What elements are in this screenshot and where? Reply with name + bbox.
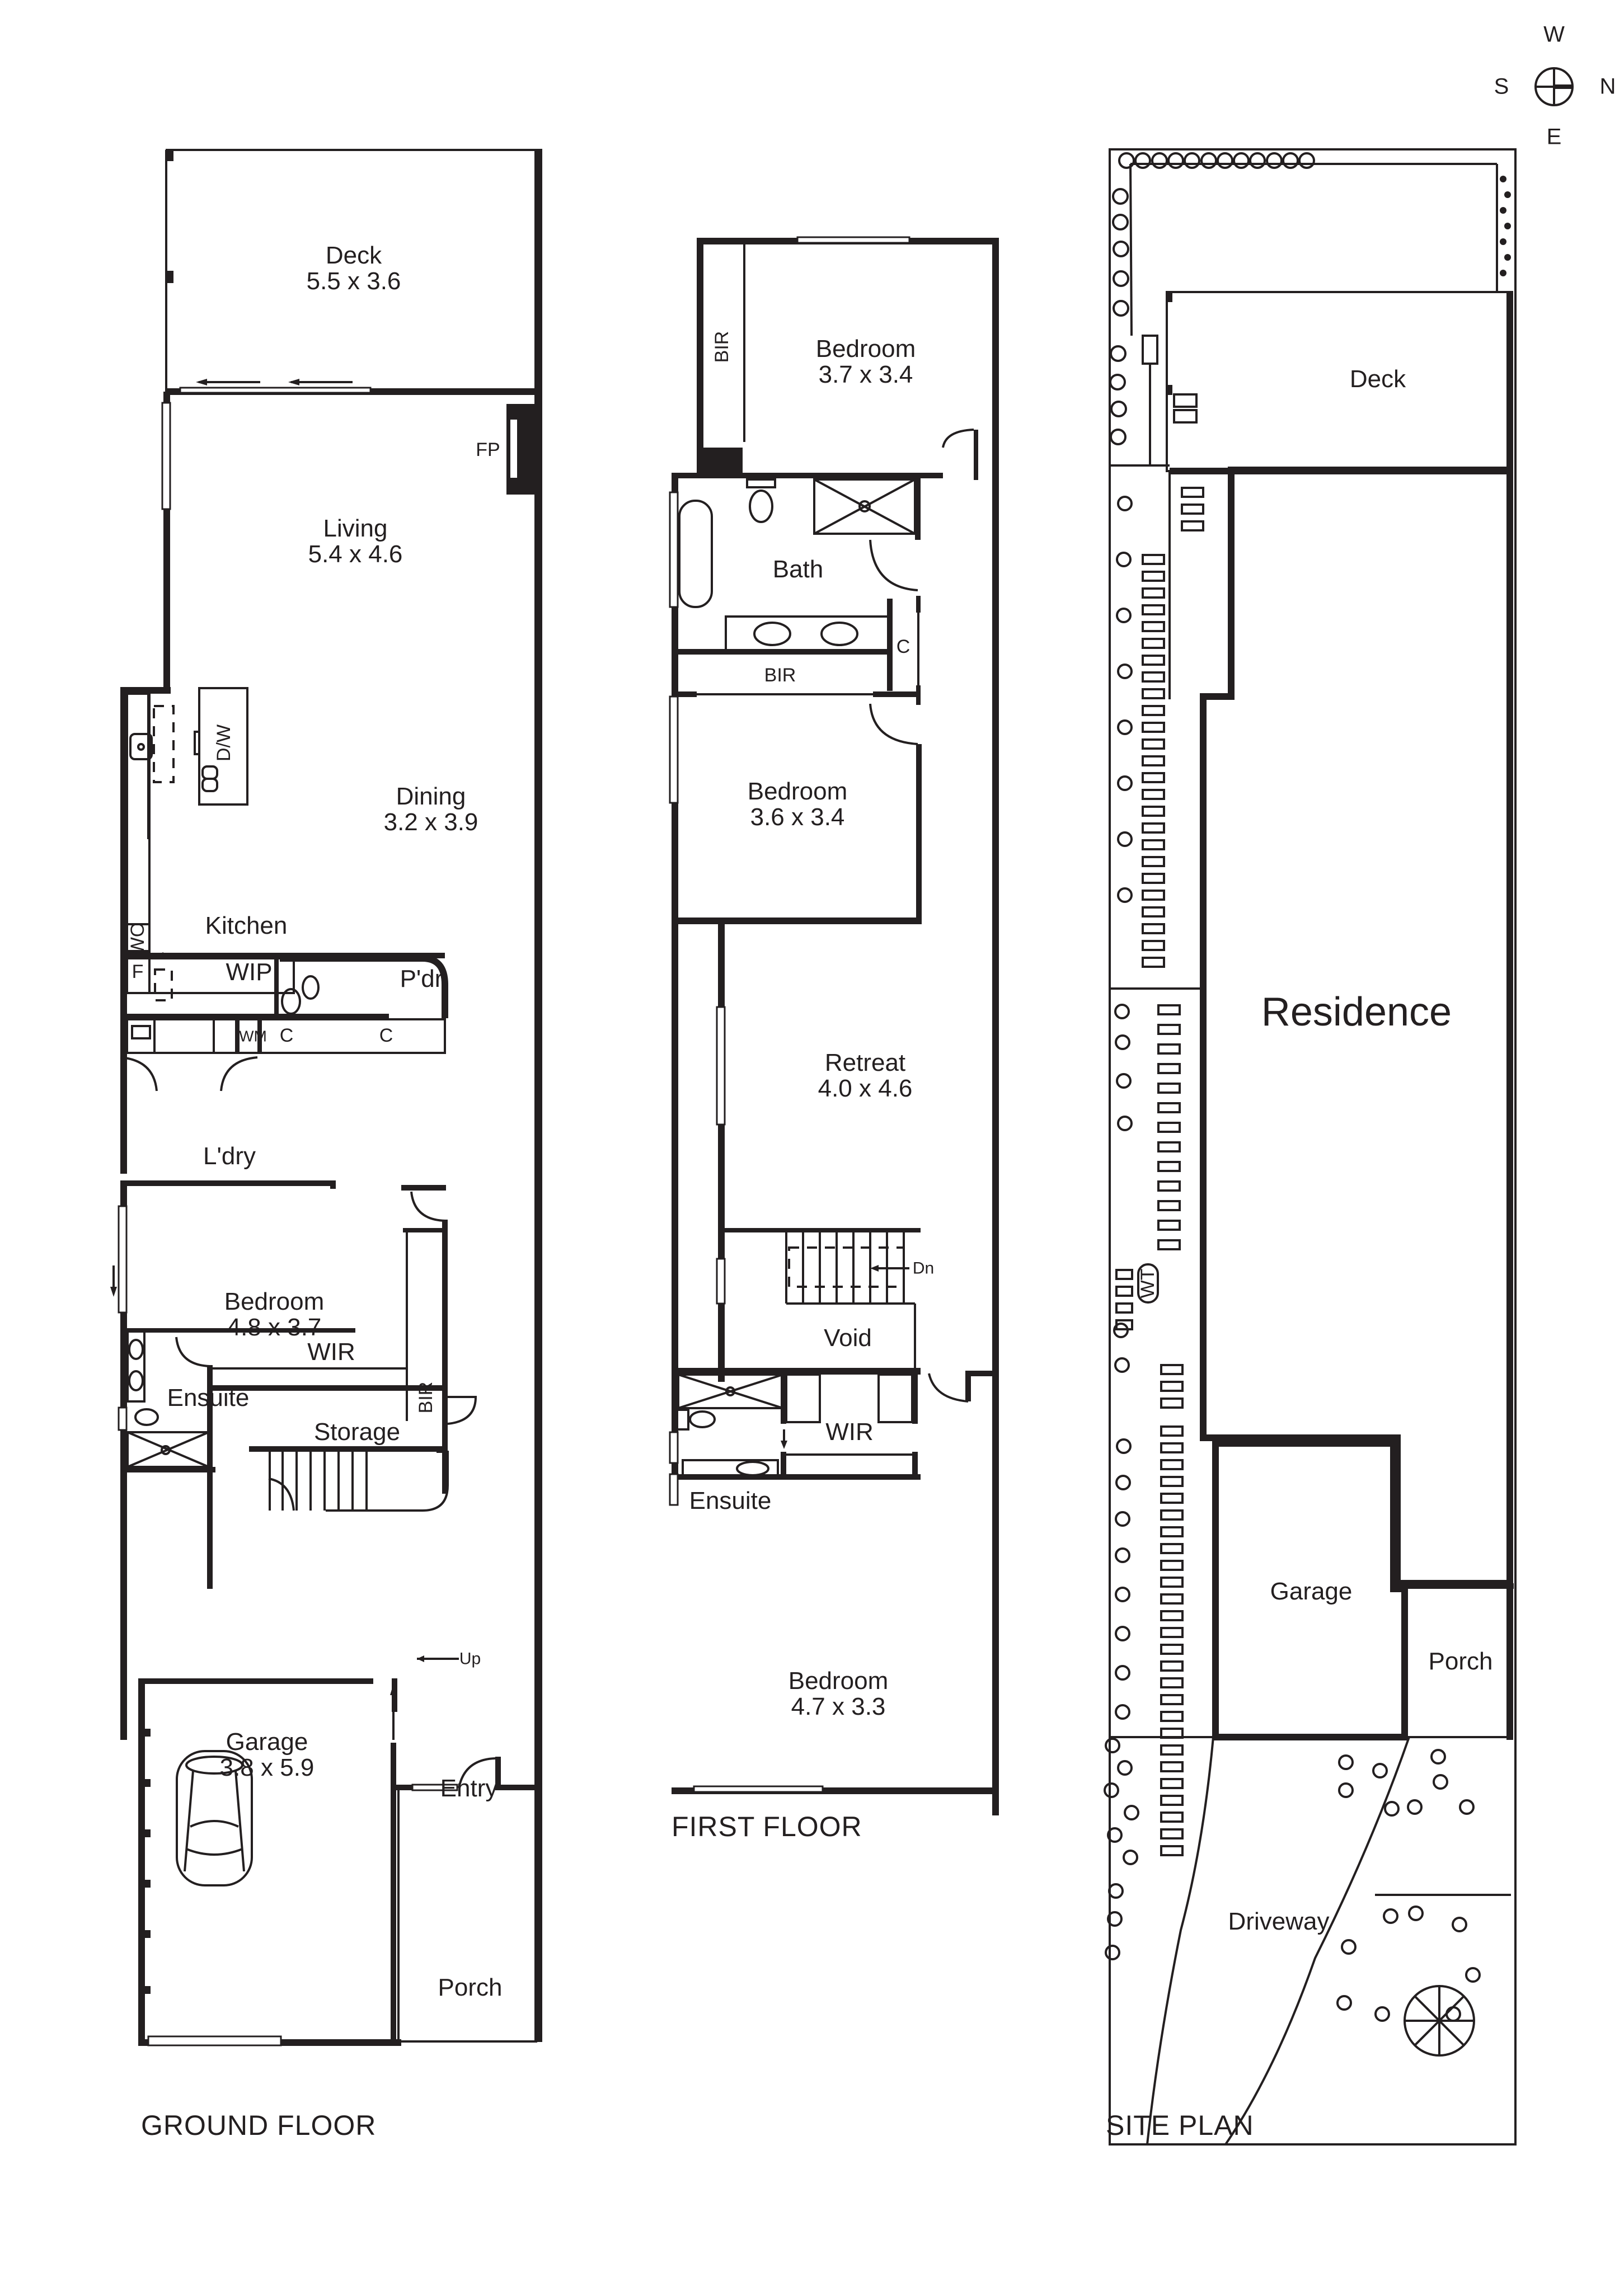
room-kitchen: Kitchen: [205, 911, 288, 939]
room-bath: Bath: [772, 555, 824, 583]
room-dims: 4.7 x 3.3: [791, 1693, 886, 1720]
room-name: Dining: [396, 782, 466, 810]
car-icon: [176, 1750, 253, 1886]
cupboard-label: C: [896, 636, 910, 658]
wall-oven-label: WO: [127, 922, 149, 956]
room-dims: 4.0 x 4.6: [818, 1075, 913, 1102]
fridge-label: F: [132, 961, 144, 983]
room-bedroom-2: Bedroom 3.6 x 3.4: [747, 777, 848, 831]
room-name: Bedroom: [815, 335, 916, 363]
room-bedroom-1: Bedroom 3.7 x 3.4: [816, 336, 916, 388]
room-dims: 3.8 x 5.9: [219, 1754, 315, 1781]
room-wir: WIR: [307, 1338, 355, 1366]
room-entry: Entry: [440, 1774, 498, 1802]
site-residence: Residence: [1261, 990, 1452, 1035]
room-void: Void: [824, 1324, 872, 1352]
first-floor-title: FIRST FLOOR: [672, 1811, 862, 1842]
room-storage: Storage: [313, 1418, 401, 1446]
bir-label: BIR: [415, 1381, 437, 1414]
cupboard-label: C: [379, 1025, 393, 1047]
compass-north-label: N: [1599, 74, 1616, 99]
room-dining: Dining 3.2 x 3.9: [383, 782, 478, 836]
room-porch: Porch: [438, 1973, 503, 2001]
site-deck: Deck: [1349, 365, 1406, 393]
ground-floor-title: GROUND FLOOR: [141, 2110, 377, 2141]
room-retreat: Retreat 4.0 x 4.6: [818, 1050, 913, 1102]
room-name: Bedroom: [224, 1287, 325, 1315]
room-dims: 5.4 x 4.6: [308, 540, 403, 568]
water-tank-label: WT: [1137, 1268, 1159, 1298]
ground-floor-plan: [110, 149, 542, 2046]
room-name: Bedroom: [788, 1667, 889, 1695]
room-dims: 3.2 x 3.9: [383, 808, 478, 836]
site-garage: Garage: [1270, 1577, 1353, 1605]
compass-south-label: S: [1494, 74, 1509, 99]
room-dims: 5.5 x 3.6: [306, 267, 401, 295]
first-floor-plan: [669, 236, 999, 1815]
cupboard-label: C: [279, 1025, 294, 1047]
bir-label: BIR: [764, 665, 796, 686]
room-bedroom: Bedroom 4.8 x 3.7: [224, 1287, 325, 1341]
compass-east-label: E: [1546, 124, 1562, 149]
site-driveway: Driveway: [1228, 1907, 1330, 1935]
room-living: Living 5.4 x 4.6: [308, 514, 403, 568]
room-name: Living: [323, 514, 388, 542]
compass-icon: [1534, 67, 1574, 106]
room-laundry: L'dry: [203, 1142, 256, 1170]
site-porch: Porch: [1428, 1647, 1493, 1675]
stairs-down-label: Dn: [912, 1259, 935, 1278]
site-plan-title: SITE PLAN: [1106, 2110, 1254, 2141]
compass-west-label: W: [1543, 22, 1565, 47]
room-name: Bedroom: [747, 777, 848, 805]
site-plan-drawing: [1104, 148, 1517, 2146]
tree-icon: [1404, 1985, 1475, 2057]
paving-stones: [1115, 487, 1204, 1856]
room-ensuite: Ensuite: [167, 1384, 250, 1412]
room-garage: Garage 3.8 x 5.9: [220, 1729, 315, 1781]
washing-machine-label: WM: [239, 1027, 267, 1045]
room-pantry: WIP: [226, 958, 273, 986]
room-bedroom-3: Bedroom 4.7 x 3.3: [788, 1668, 889, 1720]
fireplace-label: FP: [476, 439, 500, 461]
bir-label: BIR: [711, 331, 733, 363]
shrub-icons: [1104, 152, 1511, 2022]
room-deck: Deck 5.5 x 3.6: [306, 241, 401, 295]
room-dims: 4.8 x 3.7: [227, 1314, 322, 1341]
dishwasher-label: D/W: [213, 724, 235, 762]
room-ensuite: Ensuite: [689, 1486, 772, 1514]
stairs-up-label: Up: [459, 1649, 481, 1668]
room-name: Garage: [226, 1728, 308, 1756]
room-dims: 3.6 x 3.4: [750, 803, 845, 831]
room-name: Retreat: [824, 1048, 906, 1076]
room-powder: P'dr: [400, 964, 443, 992]
room-dims: 3.7 x 3.4: [818, 361, 913, 388]
room-name: Deck: [325, 241, 382, 269]
room-wir: WIR: [825, 1418, 874, 1446]
